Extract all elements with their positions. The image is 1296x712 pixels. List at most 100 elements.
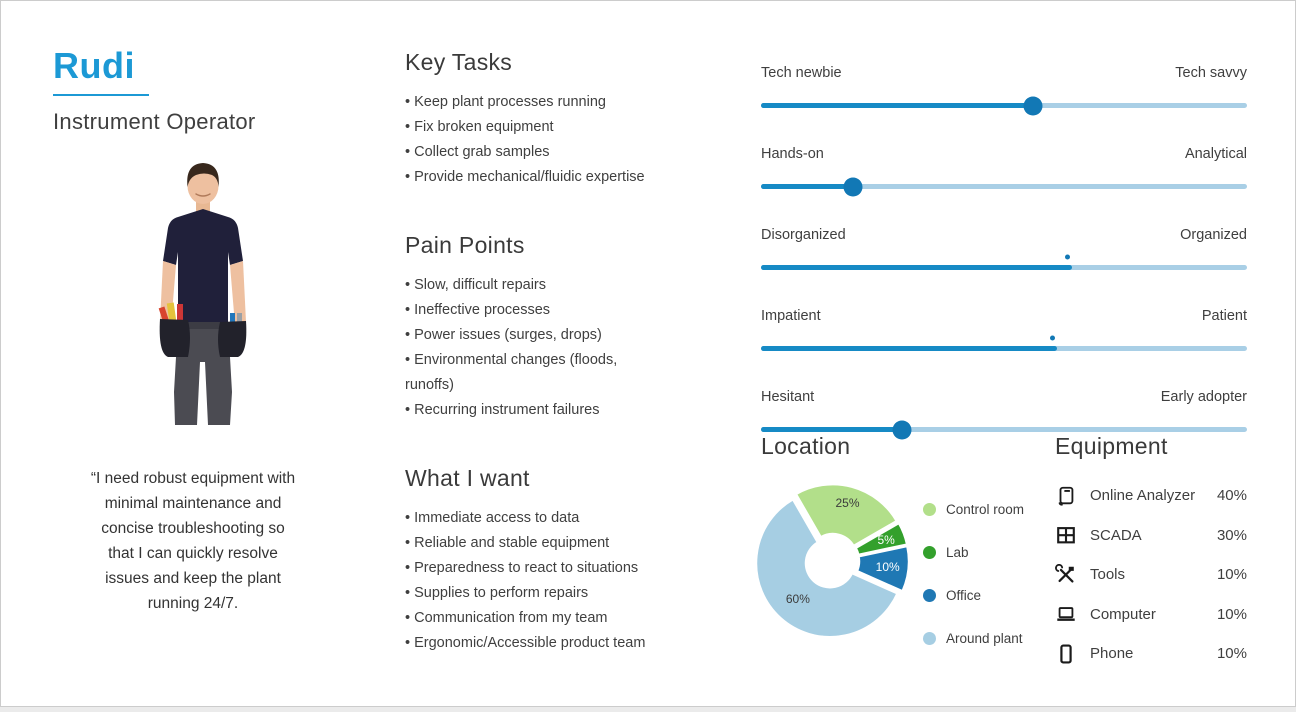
- slider-left-label: Hands-on: [761, 146, 824, 162]
- equipment-pct: 40%: [1216, 487, 1247, 505]
- legend-dot-around-plant: [923, 632, 936, 645]
- slider-thumb[interactable]: [1050, 335, 1056, 341]
- equipment-pct: 10%: [1216, 566, 1247, 584]
- equipment-label: Phone: [1090, 645, 1134, 663]
- slider-thumb[interactable]: [843, 177, 863, 196]
- equipment-row: Tools 10%: [1055, 555, 1247, 595]
- slider-thumb[interactable]: [892, 420, 912, 439]
- location-donut-chart: 25% 5% 10% 60%: [754, 482, 911, 639]
- slider-thumb[interactable]: [1065, 254, 1071, 260]
- legend-label: Office: [946, 588, 982, 603]
- equipment-title: Equipment: [1055, 433, 1168, 459]
- bullet-item: Environmental changes (floods, runoffs): [405, 348, 715, 398]
- slider-track[interactable]: [761, 177, 1247, 196]
- slider-left-label: Hesitant: [761, 389, 815, 405]
- persona-photo: [138, 157, 268, 430]
- equipment-label: SCADA: [1090, 526, 1142, 544]
- bullet-item: Ergonomic/Accessible product team: [405, 631, 715, 656]
- bullet-item: Recurring instrument failures: [405, 398, 715, 423]
- persona-details: Key Tasks Keep plant processes runningFi…: [405, 49, 715, 698]
- tools-icon: [1055, 563, 1077, 586]
- persona-quote: “I need robust equipment with minimal ma…: [90, 470, 296, 612]
- slider-patient: Impatient Patient: [761, 308, 1247, 351]
- bullet-item: Ineffective processes: [405, 298, 715, 323]
- slider-thumb[interactable]: [1023, 96, 1043, 115]
- pie-slice-label: 5%: [877, 533, 895, 547]
- legend-dot-control-room: [923, 503, 936, 516]
- persona-summary: Rudi Instrument Operator: [53, 45, 353, 616]
- equipment-label: Online Analyzer: [1090, 487, 1196, 505]
- section-pain-points: Pain Points Slow, difficult repairsIneff…: [405, 232, 715, 423]
- slider-right-label: Tech savvy: [1175, 65, 1247, 81]
- persona-photo-illustration: [158, 163, 247, 425]
- equipment-pct: 10%: [1216, 645, 1247, 663]
- bullet-item: Collect grab samples: [405, 140, 715, 165]
- location-title: Location: [761, 433, 851, 459]
- equipment-label: Computer: [1090, 605, 1156, 623]
- equipment-section: Equipment Online Analyzer 40%: [1055, 433, 1247, 674]
- bullet-item: Communication from my team: [405, 606, 715, 631]
- slider-left-label: Tech newbie: [761, 65, 842, 81]
- pie-slice-label: 10%: [876, 560, 900, 574]
- equipment-row: Online Analyzer 40%: [1055, 476, 1247, 516]
- slider-tech: Tech newbie Tech savvy: [761, 65, 1247, 115]
- what-i-want-title: What I want: [405, 465, 530, 491]
- slider-right-label: Early adopter: [1160, 389, 1247, 405]
- slider-organized: Disorganized Organized: [761, 227, 1247, 270]
- pie-slice: [754, 497, 899, 639]
- legend-label: Around plant: [946, 631, 1023, 646]
- bullet-item: Fix broken equipment: [405, 115, 715, 140]
- persona-role: Instrument Operator: [53, 109, 256, 134]
- legend-dot-office: [923, 589, 936, 602]
- bullet-item: Preparedness to react to situations: [405, 556, 715, 581]
- slider-left-label: Disorganized: [761, 227, 846, 243]
- bullet-item: Provide mechanical/fluidic expertise: [405, 165, 715, 190]
- pain-points-list: Slow, difficult repairsIneffective proce…: [405, 273, 715, 423]
- equipment-row: SCADA 30%: [1055, 516, 1247, 556]
- legend-item: Around plant: [923, 631, 1024, 646]
- slider-fill: [761, 427, 902, 432]
- key-tasks-title: Key Tasks: [405, 49, 513, 75]
- slider-fill: [761, 103, 1034, 108]
- persona-name: Rudi: [53, 45, 149, 96]
- slider-track[interactable]: [761, 254, 1247, 270]
- key-tasks-list: Keep plant processes runningFix broken e…: [405, 90, 715, 190]
- slider-right-label: Analytical: [1184, 146, 1247, 162]
- slider-right-label: Patient: [1201, 308, 1247, 324]
- bullet-item: Slow, difficult repairs: [405, 273, 715, 298]
- slider-hands-on: Hands-on Analytical: [761, 146, 1247, 196]
- slider-left-label: Impatient: [761, 308, 821, 324]
- equipment-label: Tools: [1090, 566, 1126, 584]
- laptop-icon: [1055, 603, 1077, 625]
- slider-fill: [761, 184, 854, 189]
- pie-slice-label: 60%: [786, 592, 810, 606]
- legend-item: Control room: [923, 502, 1024, 517]
- slider-track[interactable]: [761, 96, 1247, 115]
- slider-fill: [761, 265, 1073, 270]
- equipment-row: Computer 10%: [1055, 595, 1247, 635]
- section-key-tasks: Key Tasks Keep plant processes runningFi…: [405, 49, 715, 190]
- section-what-i-want: What I want Immediate access to dataReli…: [405, 465, 715, 656]
- legend-dot-lab: [923, 546, 936, 559]
- analyzer-icon: [1055, 485, 1077, 507]
- slider-fill: [761, 346, 1058, 351]
- scada-grid-icon: [1055, 524, 1077, 546]
- slider-track[interactable]: [761, 335, 1247, 351]
- slider-adopter: Hesitant Early adopter: [761, 389, 1247, 439]
- equipment-row: Phone 10%: [1055, 634, 1247, 674]
- what-i-want-list: Immediate access to dataReliable and sta…: [405, 506, 715, 656]
- pie-slice: [854, 521, 909, 557]
- phone-icon: [1055, 643, 1077, 665]
- bullet-item: Power issues (surges, drops): [405, 323, 715, 348]
- legend-label: Control room: [946, 502, 1025, 517]
- legend-label: Lab: [946, 545, 969, 560]
- slider-track[interactable]: [761, 420, 1247, 439]
- pie-slice-label: 25%: [836, 496, 860, 510]
- location-section: Location 25% 5% 10% 60% Control room Lab Of…: [754, 433, 1051, 674]
- equipment-pct: 10%: [1216, 605, 1247, 623]
- slider-right-label: Organized: [1180, 227, 1247, 243]
- bullet-item: Supplies to perform repairs: [405, 581, 715, 606]
- legend-item: Office: [923, 588, 1024, 603]
- bullet-item: Immediate access to data: [405, 506, 715, 531]
